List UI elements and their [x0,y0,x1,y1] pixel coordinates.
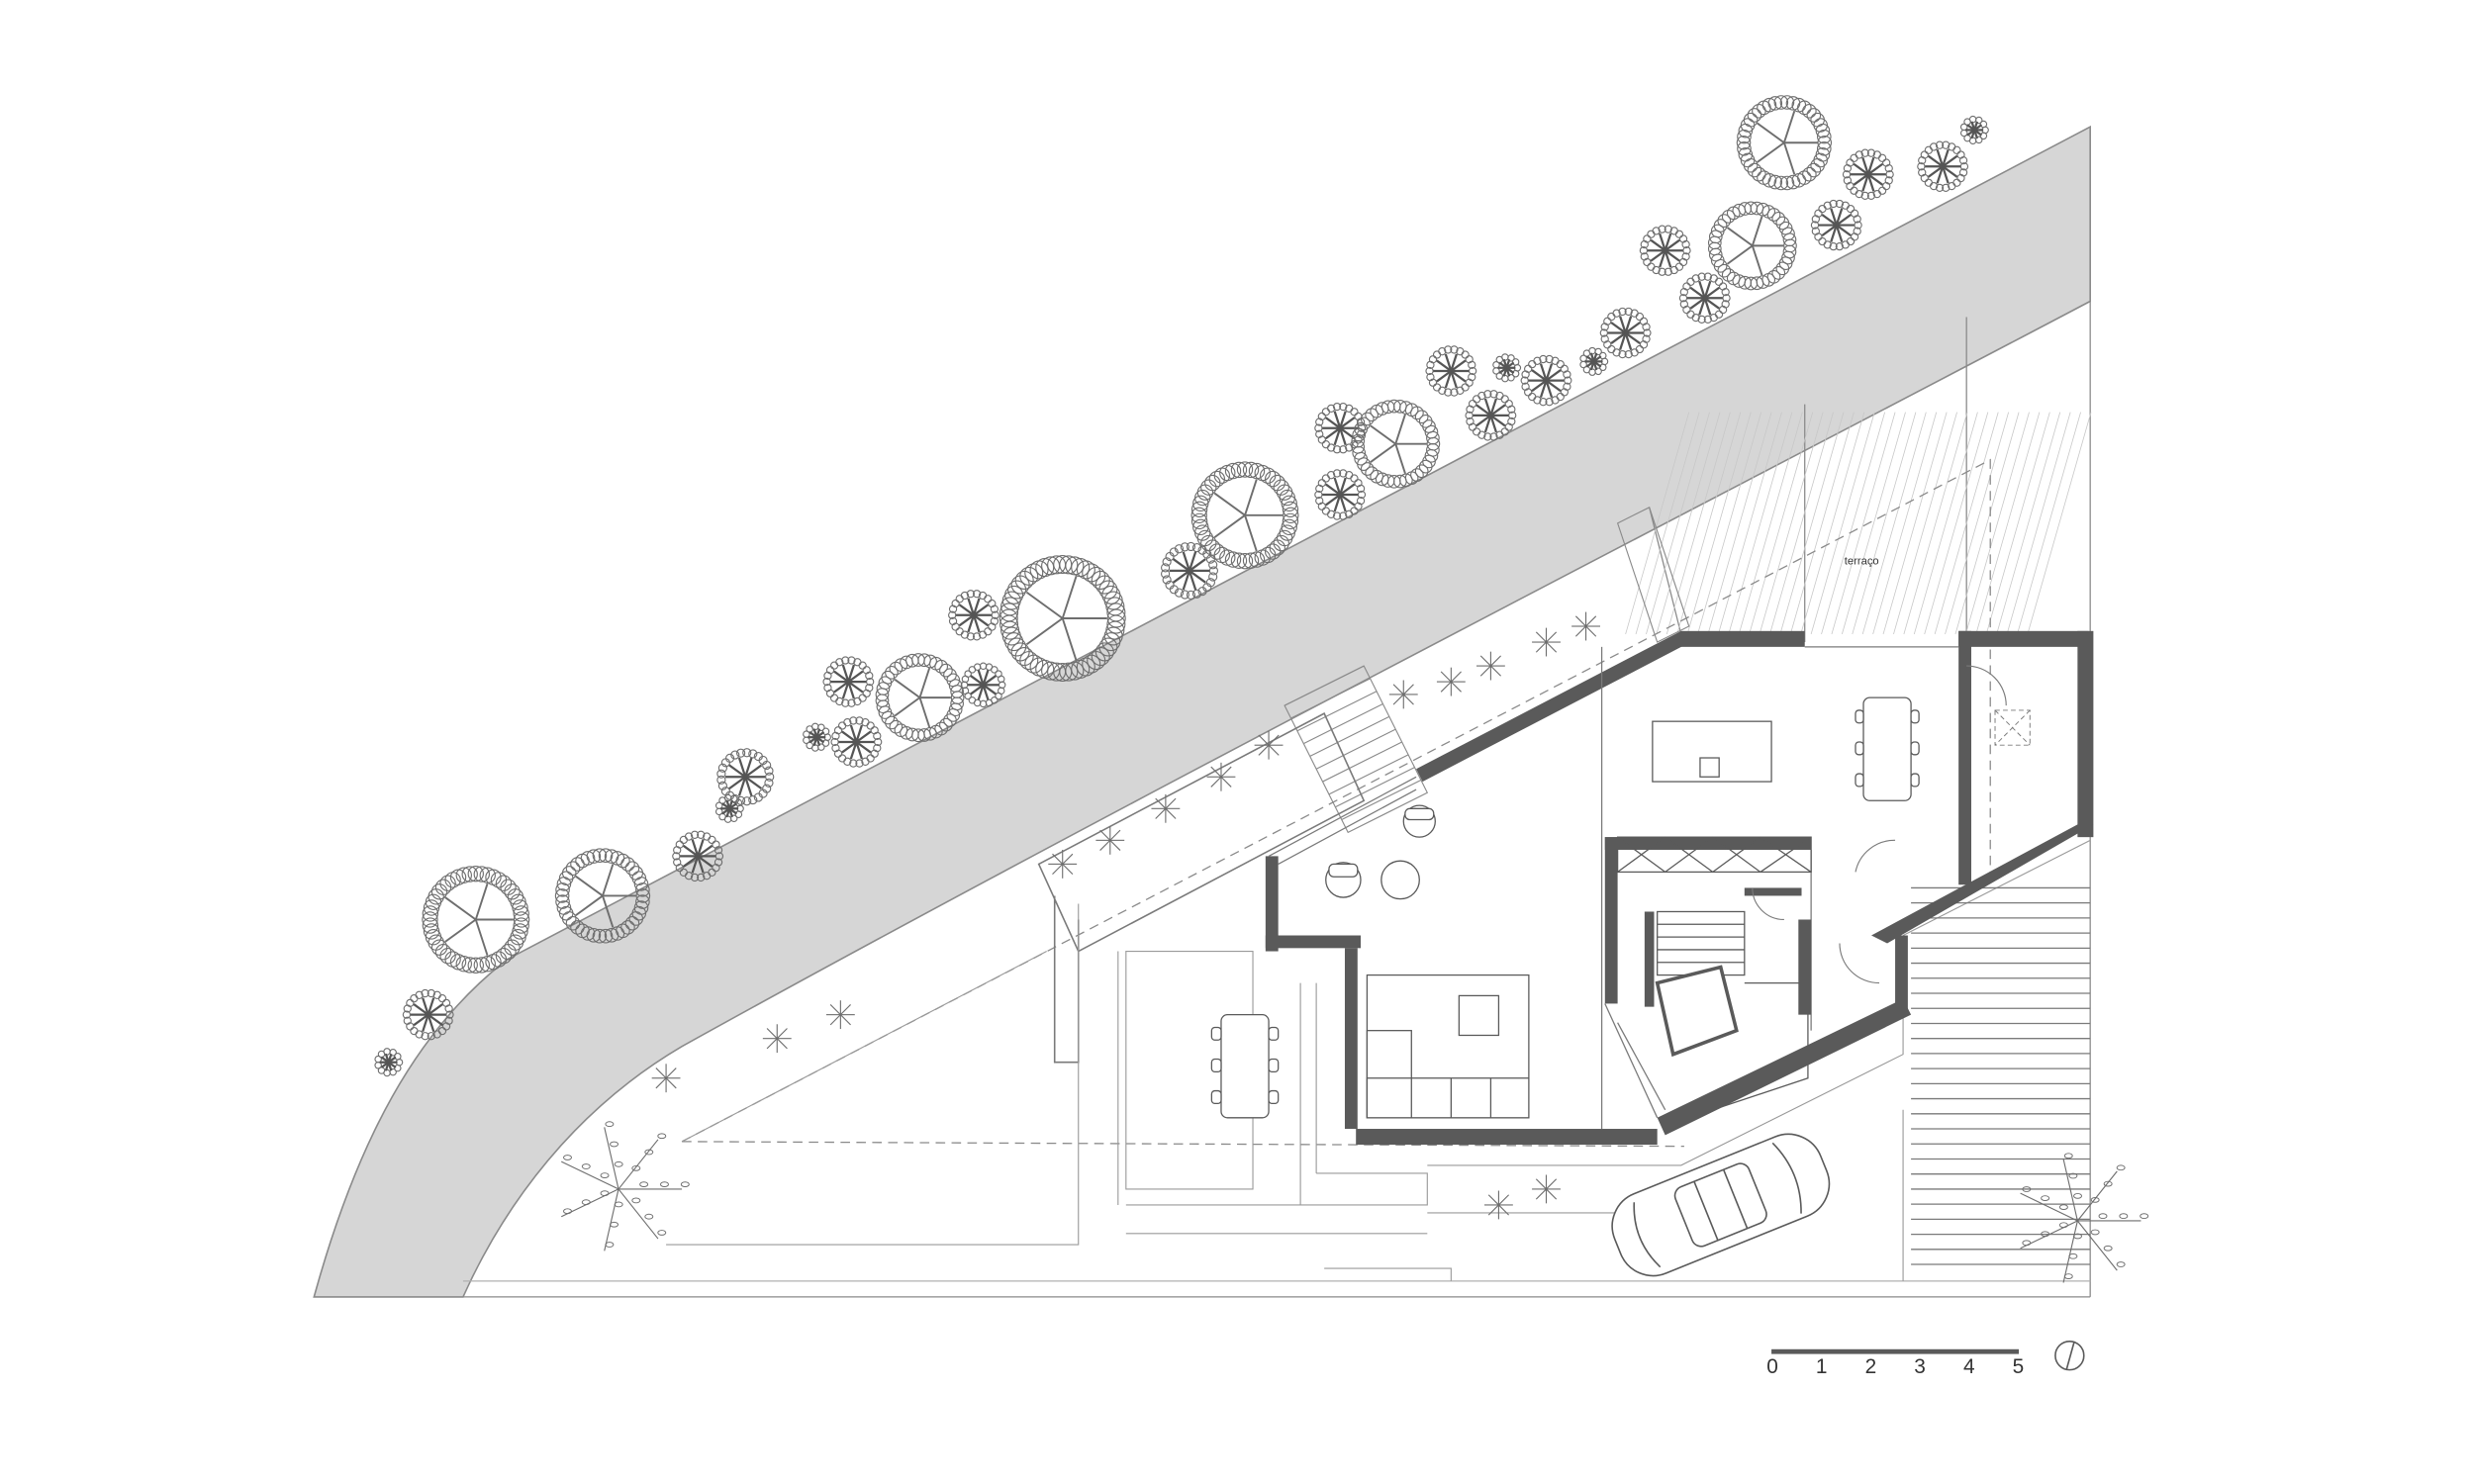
scale-tick-0: 0 [1766,1355,1778,1378]
scale-tick-3: 3 [1914,1355,1926,1378]
scale-tick-2: 2 [1865,1355,1877,1378]
interior-stair [1655,910,1809,1111]
dining-table-outdoor [1210,1014,1280,1119]
site-outline [462,301,2091,1298]
scale-tick-4: 4 [1963,1355,1975,1378]
convertible-car-icon [1611,1133,1831,1277]
living-furniture [1325,804,1530,1119]
house-walls [1265,630,2094,1146]
terrace-label: terraço [1845,556,1879,568]
kitchen-island [1652,720,1772,783]
east-stair [1911,886,2091,1265]
scale-bar: 0 1 2 3 4 5 [1766,1348,2025,1378]
scale-tick-1: 1 [1816,1355,1828,1378]
north-arrow-icon [2054,1340,2085,1371]
garden-lines [666,903,1428,1246]
kitchen-cabinets [1616,836,1812,874]
dining-table-indoor [1855,696,1920,801]
scale-tick-5: 5 [2013,1355,2025,1378]
bath-partitions [1644,887,1812,1015]
terrace-hatch [1625,412,2092,635]
road [313,125,2091,1298]
dashed-setback [681,458,1991,1148]
tree-canopies [374,95,2149,1283]
skylight [1994,709,2031,746]
door-swings [1752,665,2007,984]
entry-stair [1284,507,1690,834]
